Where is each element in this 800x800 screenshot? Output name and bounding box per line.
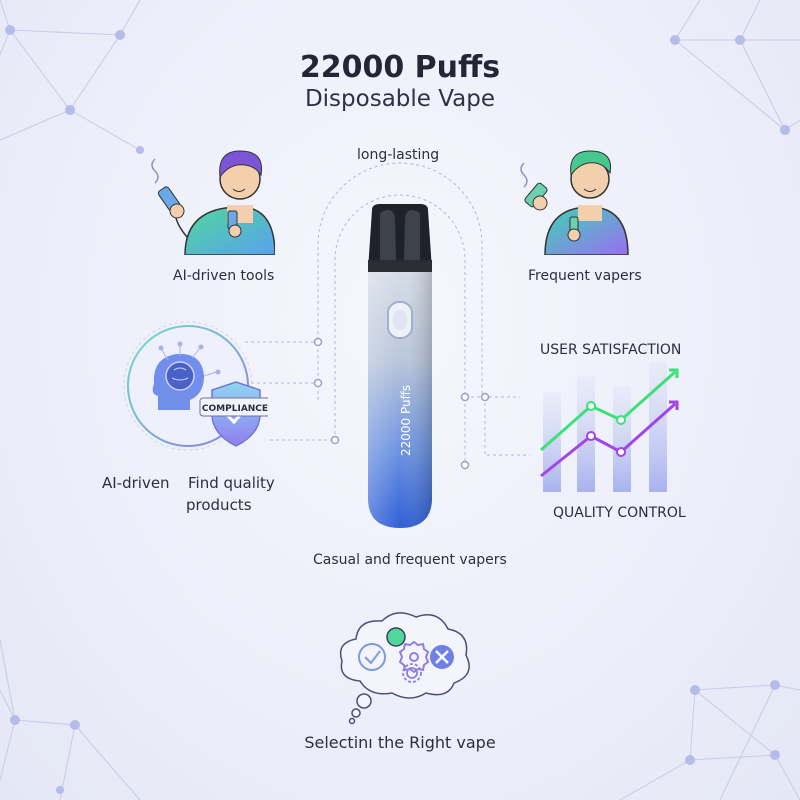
label-find-quality: Find quality: [188, 474, 275, 492]
ai-compliance-illustration: COMPLIANCE: [123, 321, 268, 451]
vape-device: 22000 Puffs: [368, 204, 432, 528]
page-subtitle: Disposable Vape: [304, 86, 496, 112]
check-icon: [358, 643, 386, 671]
gear-icon-small: [402, 663, 422, 683]
x-icon: [430, 645, 454, 669]
label-products: products: [186, 496, 252, 514]
page-title: 22000 Puffs: [299, 50, 501, 85]
arch-label: long-lasting: [357, 147, 440, 163]
label-ai-tools: AI-driven tools: [173, 268, 275, 284]
label-ai-driven: AI-driven: [102, 474, 170, 492]
growth-chart-illustration: [540, 362, 679, 492]
person-holding-vape-left: [151, 150, 275, 255]
brain-head-icon: [152, 353, 204, 410]
label-frequent-vapers: Frequent vapers: [528, 268, 642, 284]
label-casual-frequent: Casual and frequent vapers: [313, 552, 507, 568]
label-user-satisfaction: USER SATISFACTION: [540, 342, 682, 358]
label-quality-control: QUALITY CONTROL: [553, 505, 686, 521]
person-holding-vape-right: [520, 150, 629, 255]
device-label: 22000 Puffs: [399, 385, 413, 456]
label-selecting: Selectinı the Right vape: [304, 733, 496, 752]
gear-icon: [398, 640, 430, 674]
thought-cloud-icon: [339, 612, 470, 725]
compliance-badge: COMPLIANCE: [202, 404, 268, 414]
